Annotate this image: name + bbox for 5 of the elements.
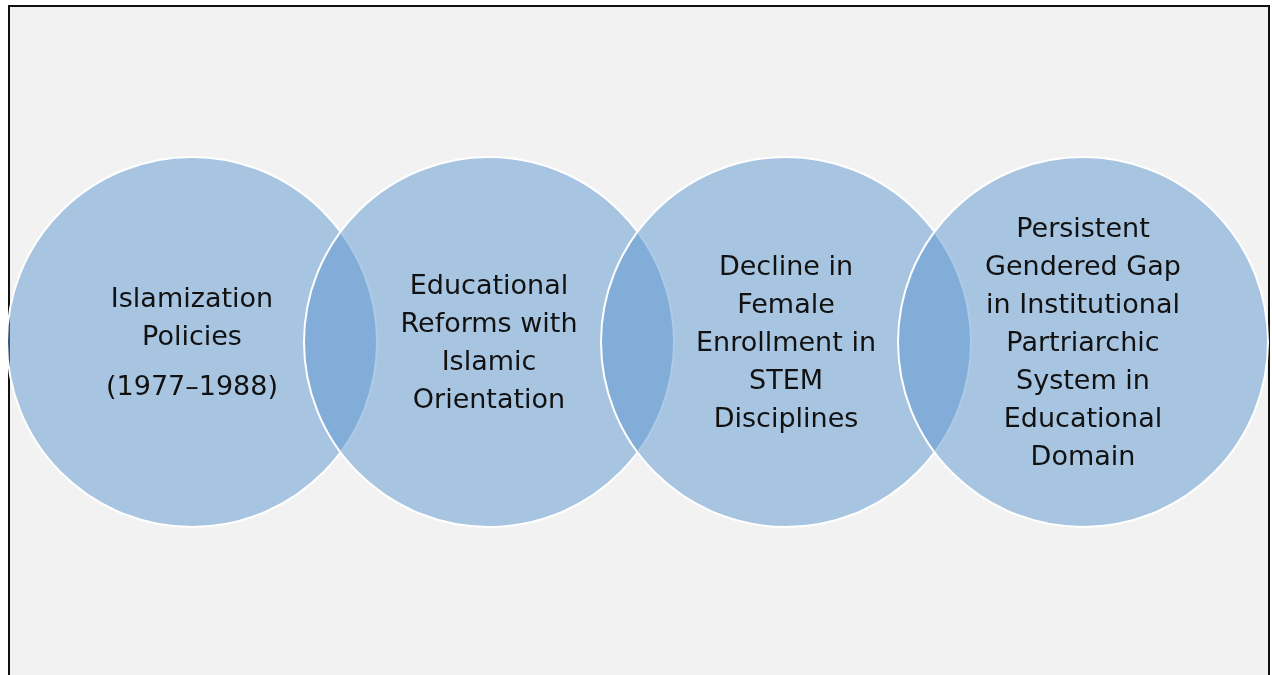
circle-label: Decline in Female Enrollment in STEM Disciplines (695, 249, 877, 435)
circle-label: Persistent Gendered Gap in Institutional Partriarchic System in Educational Domain (984, 211, 1182, 473)
circle-label: (1977–1988) (106, 369, 278, 403)
circle-label: Educational Reforms with Islamic Orientation (399, 268, 579, 416)
circle-label: Islamization Policies (109, 281, 275, 353)
